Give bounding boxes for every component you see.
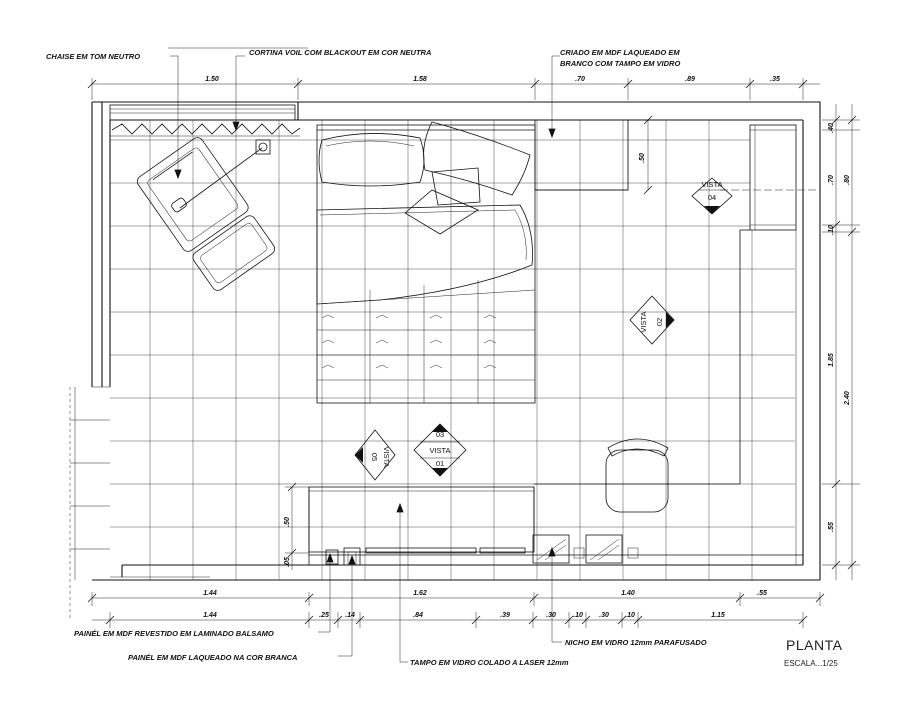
dim-top-1: 1.50 [205, 76, 219, 83]
dim-right-4: .10 [828, 225, 835, 235]
dim-bottom2-10: 1.15 [711, 612, 725, 619]
note-painel-branco: PAINÉL EM MDF LAQUEADO NA COR BRANCA [128, 653, 297, 662]
dim-bottom1-1: 1.44 [203, 590, 217, 597]
leader-arrowheads [174, 121, 556, 565]
nightstand-glass-top [534, 119, 629, 191]
leader-lines [168, 47, 562, 663]
top-dimensions: 1.50 1.58 .70 .89 .35 [87, 76, 820, 100]
dim-right-1: .40 [828, 123, 835, 133]
note-criado-line1: CRIADO EM MDF LAQUEADO EM [560, 48, 680, 57]
dim-right-3: .80 [844, 175, 851, 185]
floor-tiles [110, 120, 795, 580]
view-02-number: 02 [655, 318, 664, 326]
view-label: VISTA [429, 446, 450, 455]
dim-nightstand: .50 [639, 153, 646, 163]
note-chaise: CHAISE EM TOM NEUTRO [46, 52, 140, 61]
bottom-dimensions-row1: 1.44 1.62 1.40 .55 [87, 590, 825, 606]
chaise-lounge [136, 137, 276, 291]
left-dimensions: .50 .05 [284, 482, 309, 570]
note-criado-line2: BRANCO COM TAMPO EM VIDRO [560, 59, 680, 68]
dim-right-6: 2.40 [844, 391, 851, 406]
dim-bottom2-4: .84 [413, 612, 423, 619]
view-marker-04: VISTA 04 [691, 177, 733, 215]
walls [91, 101, 821, 581]
bottom-trim [308, 189, 750, 565]
dim-bottom1-3: 1.40 [621, 590, 635, 597]
dim-bottom2-9: .10 [625, 612, 635, 619]
view-marker-03-01: 03 VISTA 01 [413, 423, 467, 477]
dim-bottom1-2: 1.62 [413, 590, 427, 597]
dim-bottom2-7: .10 [573, 612, 583, 619]
dim-bottom2-1: 1.44 [203, 612, 217, 619]
view-label: VISTA [701, 180, 722, 189]
view-marker-05: 05 VISTA [354, 429, 396, 481]
dim-bottom2-3: .14 [345, 612, 355, 619]
note-painel-balsamo: PAINÉL EM MDF REVESTIDO EM LAMINADO BALS… [74, 629, 274, 638]
floor-tiles-left-strip [69, 387, 110, 620]
dim-bottom2-6: .30 [546, 612, 556, 619]
view-label: VISTA [639, 311, 648, 332]
dim-bottom2-8: .30 [599, 612, 609, 619]
desk-glass-top [308, 486, 535, 554]
view-marker-02: VISTA 02 [629, 295, 675, 345]
dim-top-5: .35 [770, 76, 780, 83]
glass-niches [532, 534, 639, 564]
view-04-number: 04 [708, 193, 716, 202]
wardrobe-right [720, 124, 820, 565]
dim-top-2: 1.58 [413, 76, 427, 83]
dim-left-2: .05 [284, 557, 291, 567]
double-bed [316, 121, 536, 404]
dim-left-1: .50 [284, 517, 291, 527]
dim-right-7: .55 [828, 522, 835, 532]
window-curtain [109, 104, 301, 137]
view-label: VISTA [382, 446, 391, 467]
view-03-number: 03 [436, 430, 444, 439]
dim-top-4: .89 [685, 76, 695, 83]
plan-scale: ESCALA...1/25 [784, 659, 838, 668]
view-05-number: 05 [370, 453, 379, 461]
right-dimensions: .40 .70 .80 .10 1.85 2.40 .55 [822, 104, 860, 580]
nightstand-dimension: .50 [639, 115, 653, 195]
dim-bottom2-5: .39 [500, 612, 510, 619]
note-cortina: CORTINA VOIL COM BLACKOUT EM COR NEUTRA [249, 48, 431, 57]
wall-panels [309, 547, 803, 566]
plan-title: PLANTA [786, 637, 843, 653]
desk-chair [605, 438, 669, 513]
dim-right-5: 1.85 [828, 353, 835, 367]
dim-top-3: .70 [575, 76, 585, 83]
note-tampo: TAMPO EM VIDRO COLADO A LASER 12mm [410, 658, 569, 667]
dim-bottom1-4: .55 [757, 590, 767, 597]
bottom-dimensions-row2: 1.44 .25 .14 .84 .39 .30 .10 .30 .10 1.1… [92, 612, 808, 628]
view-01-number: 01 [436, 459, 444, 468]
note-nicho: NICHO EM VIDRO 12mm PARAFUSADO [565, 638, 707, 647]
floor-lamp [171, 139, 271, 213]
dim-right-2: .70 [828, 175, 835, 185]
dim-bottom2-2: .25 [319, 612, 329, 619]
